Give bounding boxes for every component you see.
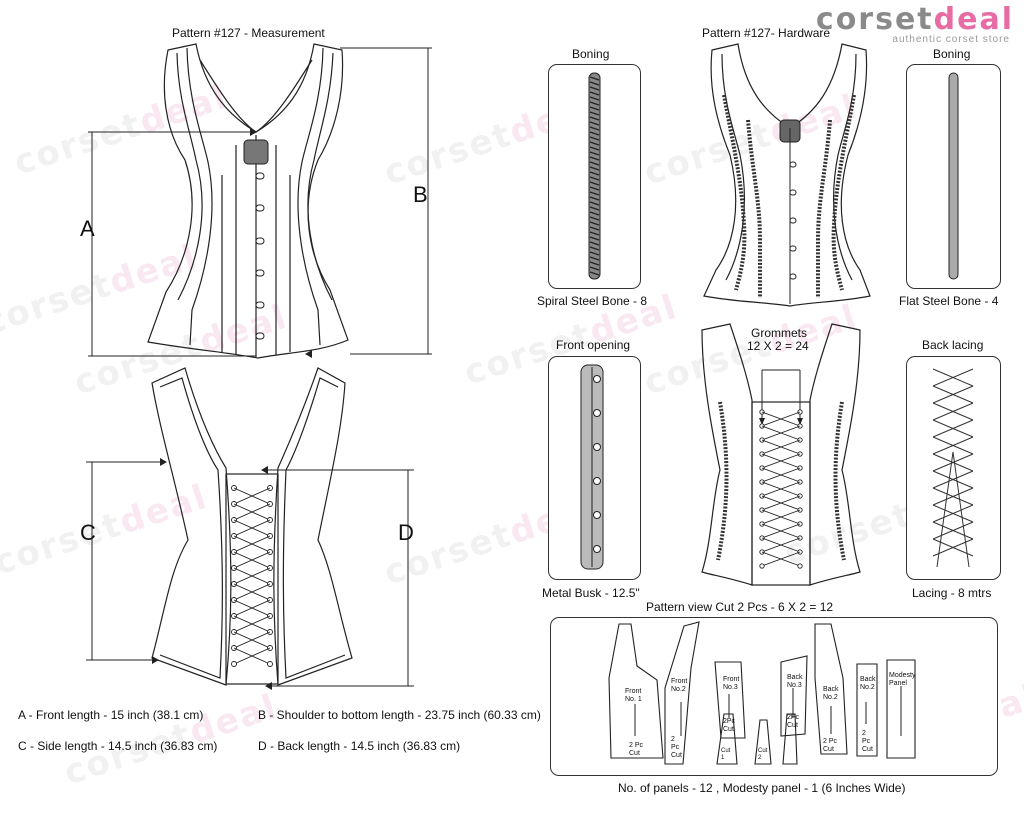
- brand-tagline: authentic corset store: [892, 34, 1010, 45]
- lacing-caption: Lacing - 8 mtrs: [912, 586, 992, 600]
- flat-bone-icon: [948, 72, 959, 280]
- spiral-bone-box: [548, 64, 641, 289]
- piece-label: Front No. 1: [625, 688, 642, 703]
- piece-cut: 2 Pc Cut: [862, 730, 873, 753]
- metal-busk-icon: [580, 364, 604, 570]
- back-length-text: D - Back length - 14.5 inch (36.83 cm): [258, 739, 461, 753]
- front-opening-title: Front opening: [556, 338, 631, 352]
- piece-label: Front No.2: [671, 678, 688, 693]
- flat-bone-box: [906, 64, 1001, 289]
- grommets-count: 12 X 2 = 24: [747, 339, 809, 353]
- piece-label: Back No.2: [823, 686, 839, 701]
- gore-label: Cut 1: [721, 748, 731, 761]
- spiral-bone-icon: [588, 72, 601, 280]
- side-length-text: C - Side length - 14.5 inch (36.83 cm): [18, 739, 218, 753]
- piece-cut: 2 Pc Cut: [671, 736, 682, 759]
- spiral-bone-caption: Spiral Steel Bone - 8: [537, 294, 648, 308]
- panels-footer: No. of panels - 12 , Modesty panel - 1 (…: [618, 781, 906, 795]
- piece-label: Modesty Panel: [889, 672, 916, 687]
- back-lacing-title: Back lacing: [922, 338, 984, 352]
- piece-cut: 2 Pc Cut: [629, 742, 644, 757]
- grommets-title: Grommets: [751, 326, 808, 340]
- pattern-view-box: Front No. 1 2 Pc Cut Front No.2 2 Pc Cut…: [550, 617, 998, 776]
- front-length-text: A - Front length - 15 inch (38.1 cm): [18, 708, 204, 722]
- piece-label: Back No.3: [787, 674, 803, 689]
- pattern-view-title: Pattern view Cut 2 Pcs - 6 X 2 = 12: [646, 600, 834, 614]
- pattern-pieces-drawing: [608, 621, 916, 765]
- metal-busk-caption: Metal Busk - 12.5": [542, 586, 640, 600]
- shoulder-length-text: B - Shoulder to bottom length - 23.75 in…: [258, 708, 541, 722]
- boning-left-title: Boning: [572, 47, 610, 61]
- piece-cut: 2Pc Cut: [787, 714, 800, 729]
- piece-label: Front No.3: [723, 676, 740, 691]
- flat-bone-caption: Flat Steel Bone - 4: [899, 294, 999, 308]
- label-a: A: [80, 216, 95, 241]
- label-d: D: [398, 520, 414, 545]
- hardware-title: Pattern #127- Hardware: [702, 26, 831, 40]
- piece-cut: 2 Pc Cut: [823, 738, 838, 753]
- back-lacing-icon: [932, 368, 974, 568]
- boning-right-title: Boning: [933, 47, 971, 61]
- measurement-title: Pattern #127 - Measurement: [172, 26, 325, 40]
- brand-logo: corsetdeal: [815, 2, 1014, 37]
- back-lacing-box: [906, 356, 1001, 580]
- label-b: B: [413, 182, 428, 207]
- label-c: C: [80, 520, 96, 545]
- piece-cut: 2Pc Cut: [723, 718, 736, 733]
- metal-busk-box: [548, 356, 641, 580]
- piece-label: Back No.2: [860, 676, 876, 691]
- gore-label: Cut 2: [758, 748, 768, 761]
